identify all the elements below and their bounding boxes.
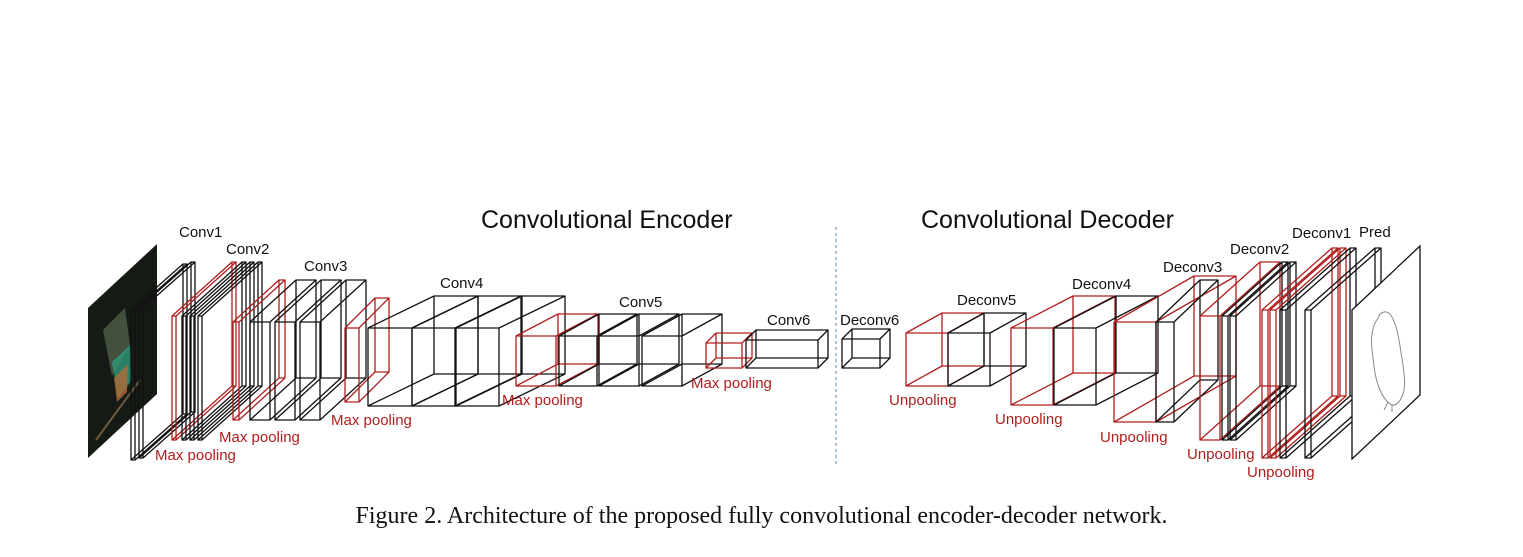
conv1-block-b	[138, 261, 196, 459]
conv2-block-b	[274, 279, 342, 421]
pool5-block	[705, 332, 753, 369]
unpool1-block-b	[1269, 247, 1347, 459]
conv5-block-a	[558, 313, 638, 387]
label-deconv5: Deconv5	[957, 292, 1016, 309]
figure-caption: Figure 2. Architecture of the proposed f…	[355, 503, 1168, 529]
label-conv6: Conv6	[767, 312, 810, 329]
conv1-block-a	[130, 263, 188, 461]
label-conv1: Conv1	[179, 224, 222, 241]
label-unpool5: Unpooling	[889, 392, 957, 409]
conv4-block-a	[367, 295, 479, 407]
label-deconv2: Deconv2	[1230, 241, 1289, 258]
layer-blocks	[130, 247, 1382, 461]
label-pool4: Max pooling	[502, 392, 583, 409]
conv3-block-a	[299, 279, 367, 421]
input-image	[88, 244, 157, 458]
label-deconv3: Deconv3	[1163, 259, 1222, 276]
deconv2-block-a	[1221, 261, 1289, 441]
label-pool3: Max pooling	[331, 412, 412, 429]
label-unpool1: Unpooling	[1247, 464, 1315, 481]
conv4-block-b	[411, 295, 523, 407]
deconv5-block	[947, 312, 1027, 387]
label-conv4: Conv4	[440, 275, 483, 292]
conv5-block-b	[598, 313, 680, 387]
label-deconv1: Deconv1	[1292, 225, 1351, 242]
encoder-title: Convolutional Encoder	[481, 206, 733, 234]
label-pool1: Max pooling	[155, 447, 236, 464]
pool1-block	[171, 261, 237, 441]
deconv3-block	[1155, 279, 1219, 423]
label-deconv4: Deconv4	[1072, 276, 1131, 293]
unpool5-block	[905, 312, 985, 387]
label-unpool4: Unpooling	[995, 411, 1063, 428]
conv1-2-block-b	[189, 261, 255, 441]
pool4-block	[515, 313, 599, 387]
conv6-block	[745, 329, 829, 369]
conv5-block-c	[641, 313, 723, 387]
decoder-title: Convolutional Decoder	[921, 206, 1174, 234]
unpool1-block-a	[1261, 247, 1339, 459]
label-conv5: Conv5	[619, 294, 662, 311]
label-conv2: Conv2	[226, 241, 269, 258]
label-conv3: Conv3	[304, 258, 347, 275]
conv2-block-a	[249, 279, 317, 421]
conv1-2-block-a	[181, 261, 247, 441]
label-pool5: Max pooling	[691, 375, 772, 392]
deconv6-block	[841, 328, 891, 369]
label-deconv6: Deconv6	[840, 312, 899, 329]
label-unpool2: Unpooling	[1187, 446, 1255, 463]
pool2-block	[232, 279, 286, 421]
label-pool2: Max pooling	[219, 429, 300, 446]
deconv2-block-b	[1229, 261, 1297, 441]
prediction-output	[1351, 244, 1421, 461]
label-pred: Pred	[1359, 224, 1391, 241]
conv1-2-block-c	[197, 261, 263, 441]
deconv4-block	[1053, 295, 1159, 406]
conv4-block-c	[454, 295, 566, 407]
pool3-block	[344, 297, 390, 403]
label-unpool3: Unpooling	[1100, 429, 1168, 446]
